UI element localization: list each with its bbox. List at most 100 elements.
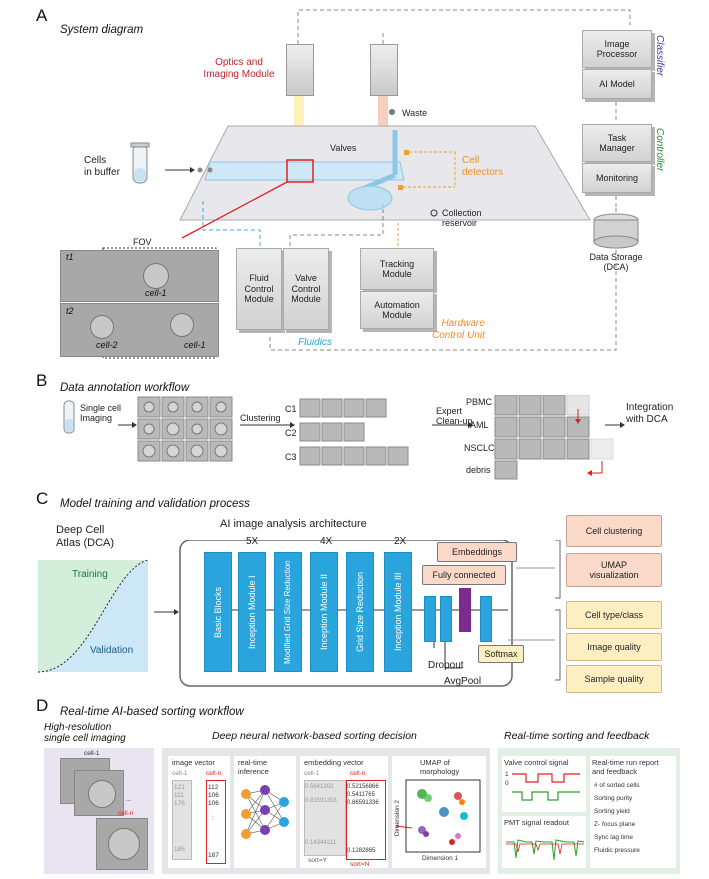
c3-label: C3 xyxy=(285,452,297,462)
block-mod-grid: Modified Grid Size Reduction xyxy=(274,552,302,672)
report-item-2: Sorting yield xyxy=(594,808,630,815)
d-dots: ... xyxy=(126,796,132,803)
monitoring-box: Monitoring xyxy=(582,163,652,193)
fluid-control-module: Fluid Control Module xyxy=(236,248,282,330)
cell-1b-label: cell-1 xyxy=(184,340,206,350)
emb1-0: 0.5641302 xyxy=(305,784,334,790)
softmax-box: Softmax xyxy=(478,645,524,663)
vecn-1: 106 xyxy=(208,792,219,799)
fluidics-label: Fluidics xyxy=(298,337,332,348)
inference-label: real-time inference xyxy=(238,758,269,777)
dropout-label: Dropout xyxy=(428,660,464,671)
umap-label: UMAP of morphology xyxy=(420,758,460,777)
block-inception-3: Inception Module III xyxy=(384,552,412,672)
valve-signal-card xyxy=(502,756,586,812)
report-item-1: Sorting purity xyxy=(594,795,633,802)
single-cell-imaging-label: Single cell Imaging xyxy=(80,403,122,424)
label-5x: 5X xyxy=(246,536,259,547)
panel-a-title: System diagram xyxy=(60,24,144,36)
vec1-2: 176 xyxy=(174,800,185,807)
validation-label: Validation xyxy=(90,645,134,656)
report-card xyxy=(590,756,676,868)
vec1-1: 111 xyxy=(174,792,184,799)
vec-cell1-label: cell-1 xyxy=(172,770,188,777)
integration-label: Integration with DCA xyxy=(626,402,674,425)
debris-label: debris xyxy=(466,465,491,475)
panel-d-letter: D xyxy=(36,696,49,715)
cell-detectors-label: Cell detectors xyxy=(462,155,504,178)
report-item-0: # of sorted cells xyxy=(594,782,640,789)
t2-label: t2 xyxy=(66,306,74,316)
vecn-3: : xyxy=(212,815,214,822)
layer-fc xyxy=(459,588,471,632)
report-item-3: Z- focus plane xyxy=(594,821,636,828)
umap-plot xyxy=(395,779,481,853)
valve-signal-chart xyxy=(512,773,580,801)
valve-sig-0: 0 xyxy=(505,780,509,787)
fully-connected-box: Fully connected xyxy=(422,565,506,585)
umap-dim2: Dimension 2 xyxy=(394,800,401,837)
data-storage-label: Data Storage (DCA) xyxy=(589,252,643,273)
architecture-title: AI image analysis architecture xyxy=(220,518,367,530)
cell-1-t1 xyxy=(143,263,169,289)
panel-b-graphics xyxy=(63,395,625,480)
task-manager-box: Task Manager xyxy=(582,124,652,162)
emb-cell1-box xyxy=(304,780,346,856)
embedding-label: embedding vector xyxy=(304,758,364,767)
cell-1-label: cell-1 xyxy=(145,288,167,298)
panel-b-letter: B xyxy=(36,371,48,390)
umap-visualization-box: UMAP visualization xyxy=(566,553,662,587)
embeddings-box: Embeddings xyxy=(437,542,517,562)
optics-block-1 xyxy=(286,44,314,96)
rtsf-title: Real-time sorting and feedback xyxy=(504,730,650,742)
panel-b-title: Data annotation workflow xyxy=(60,382,190,394)
automation-module: Automation Module xyxy=(360,291,434,329)
dca-label: Deep Cell Atlas (DCA) xyxy=(56,524,115,549)
layer-dropout xyxy=(440,596,452,642)
hires-title: High-resolution single cell imaging xyxy=(44,722,126,744)
embn-3: 0.1282865 xyxy=(347,848,376,854)
cell-blob-n xyxy=(108,828,140,860)
optics-label: Optics and Imaging Module xyxy=(203,57,275,80)
fov-image-t2 xyxy=(60,303,219,357)
embn-0: 0.52156866 xyxy=(347,784,379,790)
ai-model-box: AI Model xyxy=(582,69,652,99)
d-celln-label: cell-n xyxy=(118,810,134,817)
pmt-label: PMT signal readout xyxy=(504,818,569,827)
umap-dim1: Dimension 1 xyxy=(422,855,459,862)
valve-control-module: Valve Control Module xyxy=(283,248,329,330)
block-grid-size: Grid Size Reduction xyxy=(346,552,374,672)
waste-label: Waste xyxy=(402,108,428,118)
c2-label: C2 xyxy=(285,428,297,438)
label-4x: 4X xyxy=(320,536,333,547)
panel-c-letter: C xyxy=(36,489,49,508)
vecn-0: 112 xyxy=(208,784,219,791)
clustering-label: Clustering xyxy=(240,413,281,423)
panel-d-title: Real-time AI-based sorting workflow xyxy=(60,706,244,718)
t1-label: t1 xyxy=(66,252,74,262)
optics-block-2 xyxy=(370,44,398,96)
emb1-1: 0.81591303 xyxy=(305,798,337,804)
pmt-chart xyxy=(506,839,585,861)
vec1-0: 121 xyxy=(174,784,185,791)
cell-type-box: Cell type/class xyxy=(566,601,662,629)
vec-celln-label: cell-n xyxy=(206,770,222,777)
vec-cell1-box xyxy=(172,780,192,860)
cell-2-label: cell-2 xyxy=(96,340,118,350)
image-processor-box: Image Processor xyxy=(582,30,652,68)
controller-label: Controller xyxy=(654,128,665,172)
fov-image-t1 xyxy=(60,250,219,302)
sort-y-label: sort=Y xyxy=(308,857,327,864)
avgpool-label: AvgPool xyxy=(444,676,482,687)
pbmc-label: PBMC xyxy=(466,397,493,407)
vec1-4: 185 xyxy=(174,846,185,853)
hardware-control-label: Hardware Control Unit xyxy=(432,318,485,341)
embn-2: 0.86591336 xyxy=(347,800,379,806)
emb-celln-box xyxy=(346,780,386,860)
layer-softmax xyxy=(480,596,492,642)
collection-label: Collection reservoir xyxy=(442,208,482,229)
classifier-label: Classifier xyxy=(654,35,665,77)
image-vector-label: image vector xyxy=(172,758,215,767)
report-item-5: Fluidic pressure xyxy=(594,847,640,854)
panel-a-letter: A xyxy=(36,6,48,25)
